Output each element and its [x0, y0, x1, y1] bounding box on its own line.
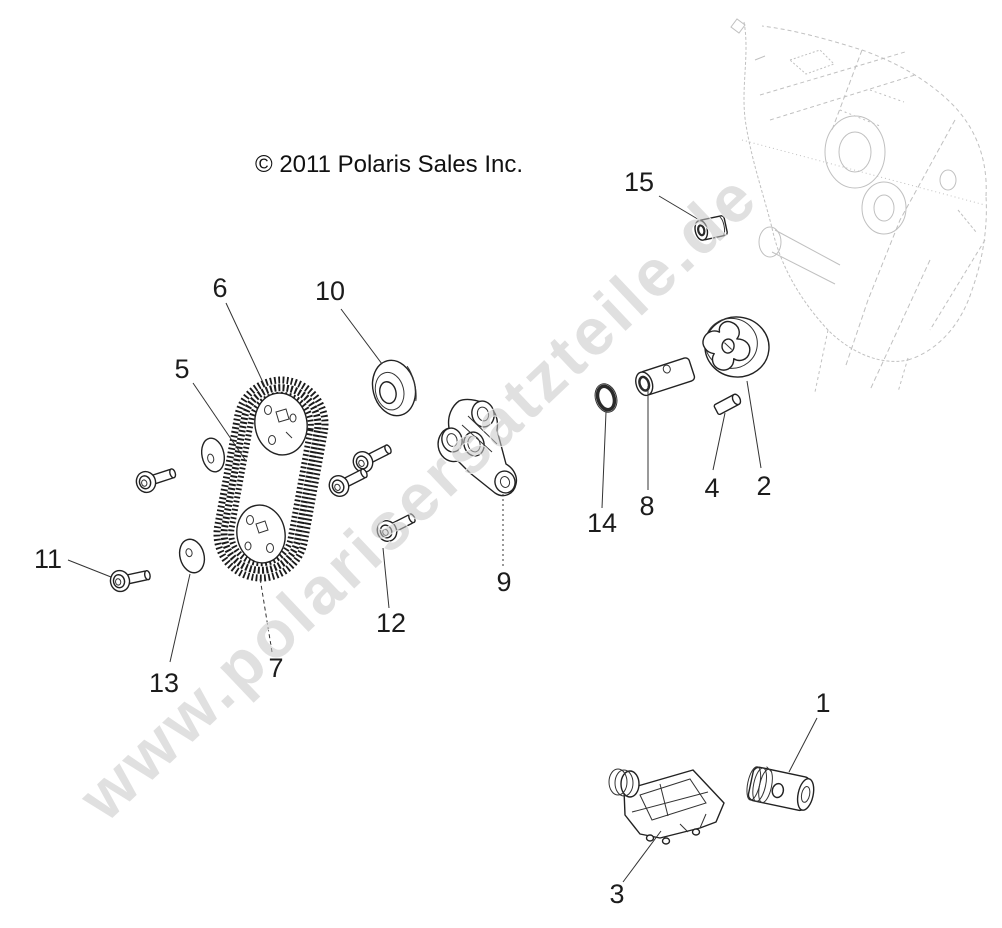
bolt-11-drawing: [107, 563, 153, 594]
oil-pump-body-drawing: [437, 398, 518, 497]
strainer-3-drawing: [608, 768, 725, 845]
cup-washer-10-drawing: [371, 359, 417, 417]
bushing-15-drawing: [694, 215, 728, 241]
oil-pump-chain-drawing: [213, 376, 329, 582]
pin-4-drawing: [713, 393, 742, 416]
o-ring-14-drawing: [594, 383, 618, 413]
callout-5: 5: [174, 354, 189, 384]
callout-14: 14: [587, 508, 617, 538]
engine-case-sketch: [730, 18, 987, 393]
copyright-text: © 2011 Polaris Sales Inc.: [255, 151, 523, 178]
sprocket-top-drawing: [254, 392, 308, 456]
leader-lines: [67, 195, 818, 883]
washer-13-drawing: [178, 538, 206, 574]
rotor-2-drawing: [702, 316, 770, 378]
callout-12: 12: [376, 608, 406, 638]
callout-1: 1: [815, 688, 830, 718]
callout-13: 13: [149, 668, 179, 698]
callout-6: 6: [212, 273, 227, 303]
washer-5-drawing: [200, 437, 226, 473]
callout-10: 10: [315, 276, 345, 306]
callout-11: 11: [34, 544, 62, 574]
callout-8: 8: [639, 491, 654, 521]
callout-9: 9: [496, 567, 511, 597]
callout-3: 3: [609, 879, 624, 909]
callout-15: 15: [624, 167, 654, 197]
callout-2: 2: [756, 471, 771, 501]
callout-7: 7: [268, 653, 283, 683]
callout-labels: 1 2 3 4 5 6 7 8 9 10 11 12 13 14 15: [34, 167, 831, 909]
valve-1-drawing: [746, 766, 815, 812]
flange-bolt-drawing: [133, 461, 180, 496]
sprocket-bottom-drawing: [236, 504, 286, 564]
callout-4: 4: [704, 473, 719, 503]
shaft-8-drawing: [635, 357, 696, 397]
watermark-text: www.polarisersatzteile.de: [64, 158, 772, 835]
